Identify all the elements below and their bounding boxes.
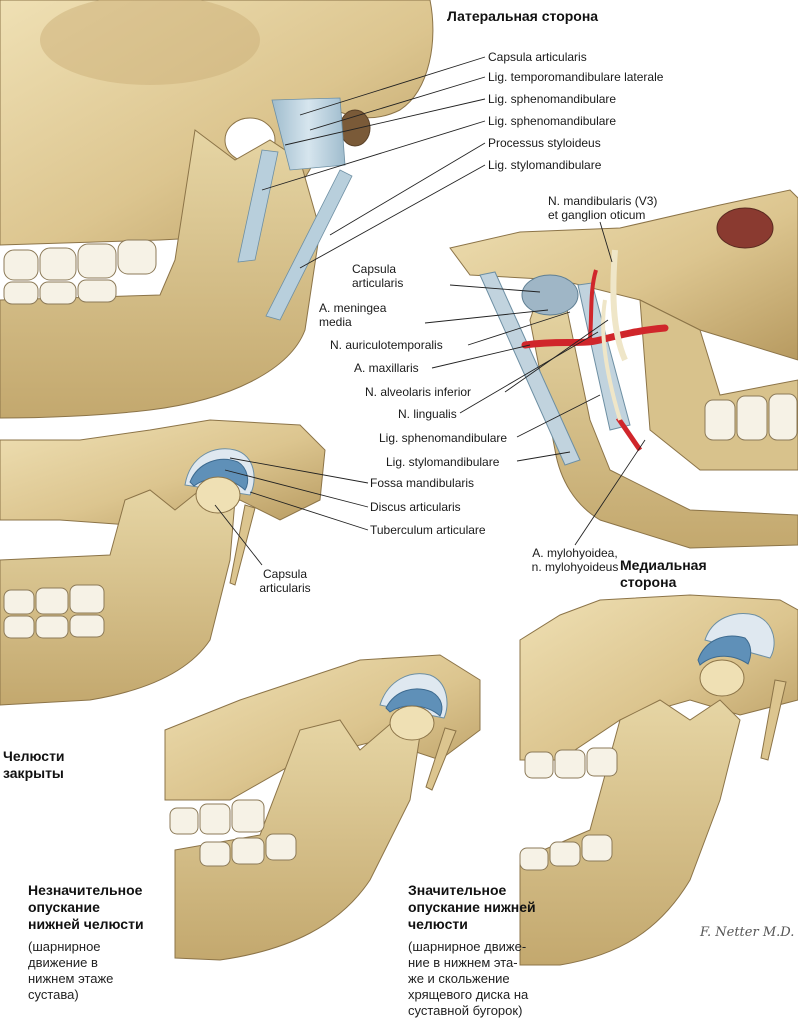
lat-label-capsula: Capsula articularis [488,50,587,64]
upper-teeth-lateral [3,239,157,281]
mylohyoid-artery [615,416,643,452]
med-label-meningea-1: A. meningea [319,301,387,315]
wide-note-3: же и скольжение [408,971,510,986]
lateral-mandible [0,129,321,419]
med-label-nerve-1: N. mandibularis (V3) [548,194,658,208]
wide-panel [519,594,798,966]
lat-label-lig-sphenomandibulare-1: Lig. sphenomandibulare [488,92,617,106]
medial-stylo-ligament [479,271,581,466]
wide-title-1: Значительное [408,882,507,898]
medial-teeth [704,393,798,441]
lower-teeth-lateral [3,279,117,305]
medial-panel [424,189,798,549]
closed-label-fossa: Fossa mandibularis [370,476,475,490]
closed-panel [0,419,369,706]
alveolar-nerve [601,299,622,421]
maxillary-artery [521,324,669,349]
med-label-capsula-1: Capsula [352,262,397,276]
spheno-ligament-lateral [237,149,279,263]
slight-note-3: нижнем этаже [28,971,114,986]
wide-note-1: (шарнирное движе- [408,939,527,954]
closed-label-tuberculum: Tuberculum articulare [370,523,486,537]
lat-label-lig-sphenomandibulare-2: Lig. sphenomandibulare [488,114,617,128]
med-label-mylohyoidea-2: n. mylohyoideus [531,560,619,574]
wide-note-4: хрящевого диска на [408,987,529,1002]
slight-title-2: опускание [28,899,100,915]
medial-leaders [424,221,646,546]
artist-signature: F. Netter M.D. [700,925,795,940]
lat-label-lig-stylomandibulare: Lig. stylomandibulare [488,158,602,172]
med-label-maxillaris: A. maxillaris [354,361,419,375]
lat-label-processus-styloideus: Processus styloideus [488,136,601,150]
slight-title-3: нижней челюсти [28,916,144,932]
slight-note-4: сустава) [28,987,79,1002]
closed-label-capsula-1: Capsula [262,567,308,581]
slight-note-1: (шарнирное [28,939,101,954]
closed-label-discus: Discus articularis [370,500,461,514]
closed-leaders [214,457,369,566]
wide-caption: Значительное опускание нижней челюсти (ш… [408,882,536,1019]
med-label-sphenomandibulare: Lig. sphenomandibulare [379,431,508,445]
wide-disc [697,635,752,666]
wide-mandible [519,699,741,966]
medial-mandible [529,289,798,549]
capsule-ligament [271,97,346,171]
med-label-auriculotemporalis: N. auriculotemporalis [330,338,443,352]
medial-capsule [521,274,579,316]
closed-styloid [229,504,256,586]
med-label-alveolaris: N. alveolaris inferior [365,385,472,399]
slight-styloid [425,727,457,791]
med-label-mylohyoidea-1: A. mylohyoidea, [532,546,618,560]
med-label-lingualis: N. lingualis [398,407,457,421]
ear-canal [339,109,371,147]
med-label-stylomandibulare: Lig. stylomandibulare [386,455,500,469]
slight-condyle [389,705,435,741]
orbit-shadow [40,0,260,85]
medial-title-2: сторона [620,574,677,590]
closed-condyle [195,476,241,514]
wide-note-5: суставной бугорок) [408,1003,523,1018]
medial-foramen [716,207,774,249]
slight-title-1: Незначительное [28,882,143,898]
wide-styloid [760,679,787,761]
slight-panel [164,654,481,961]
lateral-leaders [261,56,486,269]
wide-teeth [519,747,618,871]
mandibular-nerve [610,249,628,362]
closed-title-1: Челюсти [3,748,65,764]
slight-note-2: движение в [28,955,98,970]
lateral-panel [0,0,486,419]
closed-mandible [0,489,236,706]
lat-label-lig-temporomandibulare: Lig. temporomandibulare laterale [488,70,664,84]
closed-skull [0,419,326,526]
med-label-capsula-2: articularis [352,276,404,290]
closed-title-2: закрыты [3,765,64,781]
lateral-title: Латеральная сторона [447,8,599,24]
wide-title-2: опускание нижней [408,899,536,915]
wide-condyle [699,659,745,697]
medial-title-1: Медиальная [620,557,707,573]
slight-mandible [174,719,421,961]
med-label-meningea-2: media [319,315,352,329]
closed-label-capsula-2: articularis [259,581,311,595]
wide-note-2: ние в нижнем эта- [408,955,518,970]
stylo-ligament-lateral [265,169,353,321]
slight-caption: Незначительное опускание нижней челюсти … [28,882,144,1003]
wide-title-3: челюсти [408,916,468,932]
closed-teeth [3,584,105,639]
wide-fossa [704,613,775,659]
med-label-nerve-2: et ganglion oticum [548,208,646,222]
slight-teeth [169,799,297,867]
